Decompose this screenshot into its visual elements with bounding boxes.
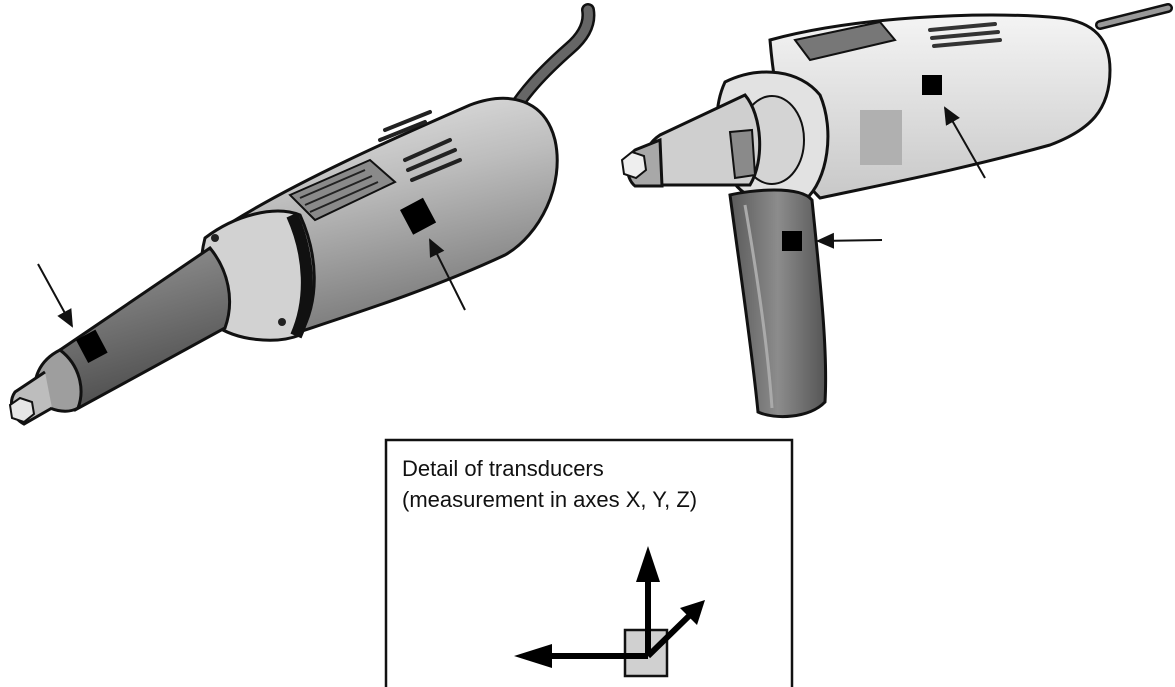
grinder-switch bbox=[288, 158, 397, 222]
pointer-arrow-body bbox=[429, 238, 466, 311]
tool-vents bbox=[928, 22, 1002, 48]
grinder-vents bbox=[378, 110, 462, 182]
pistol-grip-tool-illustration bbox=[620, 3, 1173, 419]
straight-grinder-illustration bbox=[8, 3, 596, 426]
tool-handle bbox=[728, 188, 828, 419]
detail-caption: Detail of transducers (measurement in ax… bbox=[402, 453, 697, 515]
pointer-arrow-nose bbox=[37, 263, 73, 328]
transducer-nose bbox=[76, 329, 108, 363]
detail-title-line1: Detail of transducers bbox=[402, 456, 604, 481]
detail-box-frame bbox=[384, 438, 794, 687]
pointer-arrow-top bbox=[944, 106, 986, 179]
tool-label-patch bbox=[860, 110, 902, 165]
transducer-detail-box bbox=[384, 438, 794, 687]
detail-title-line2: (measurement in axes X, Y, Z) bbox=[402, 487, 698, 512]
axis-arrow-diagonal bbox=[645, 612, 693, 659]
pointer-arrow-handle bbox=[816, 232, 883, 249]
tool-top-switch bbox=[793, 20, 897, 62]
xyz-axis-arrows bbox=[514, 546, 705, 678]
transducer-body bbox=[400, 197, 437, 235]
transducer-handle bbox=[782, 231, 802, 251]
transducer-top bbox=[922, 75, 942, 95]
